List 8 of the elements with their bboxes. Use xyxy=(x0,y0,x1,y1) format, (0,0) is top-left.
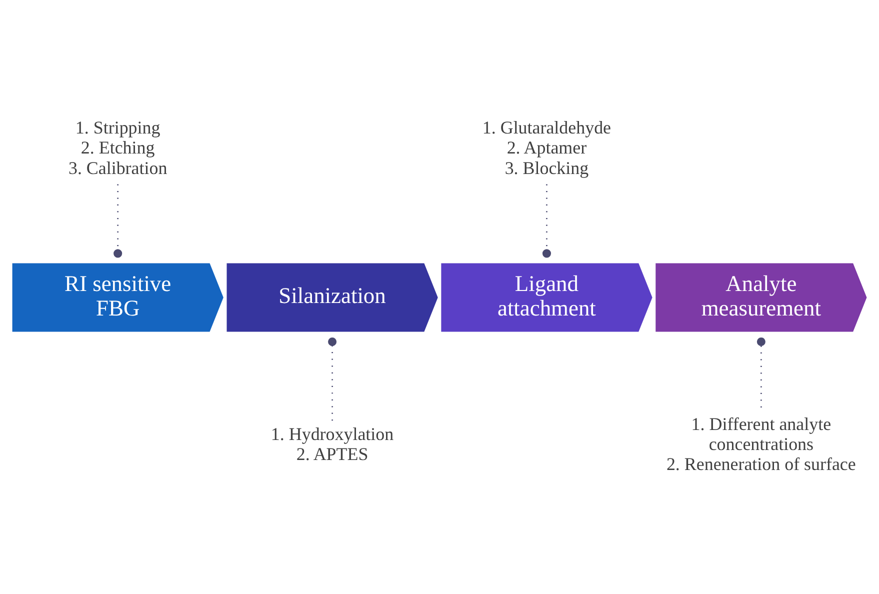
connector xyxy=(756,336,766,410)
connector xyxy=(114,184,122,258)
node-text: 1. Hydroxylation 2. APTES xyxy=(270,423,394,464)
connector xyxy=(328,336,337,420)
node-text: 1. Glutaraldehyde 2. Aptamer 3. Blocking xyxy=(482,116,612,178)
node-text: 1. Stripping 2. Etching 3. Calibration xyxy=(68,116,168,178)
connector xyxy=(542,184,551,258)
node-text: 1. Different analyte concentrations 2. Reneneration of surface xyxy=(666,413,856,474)
